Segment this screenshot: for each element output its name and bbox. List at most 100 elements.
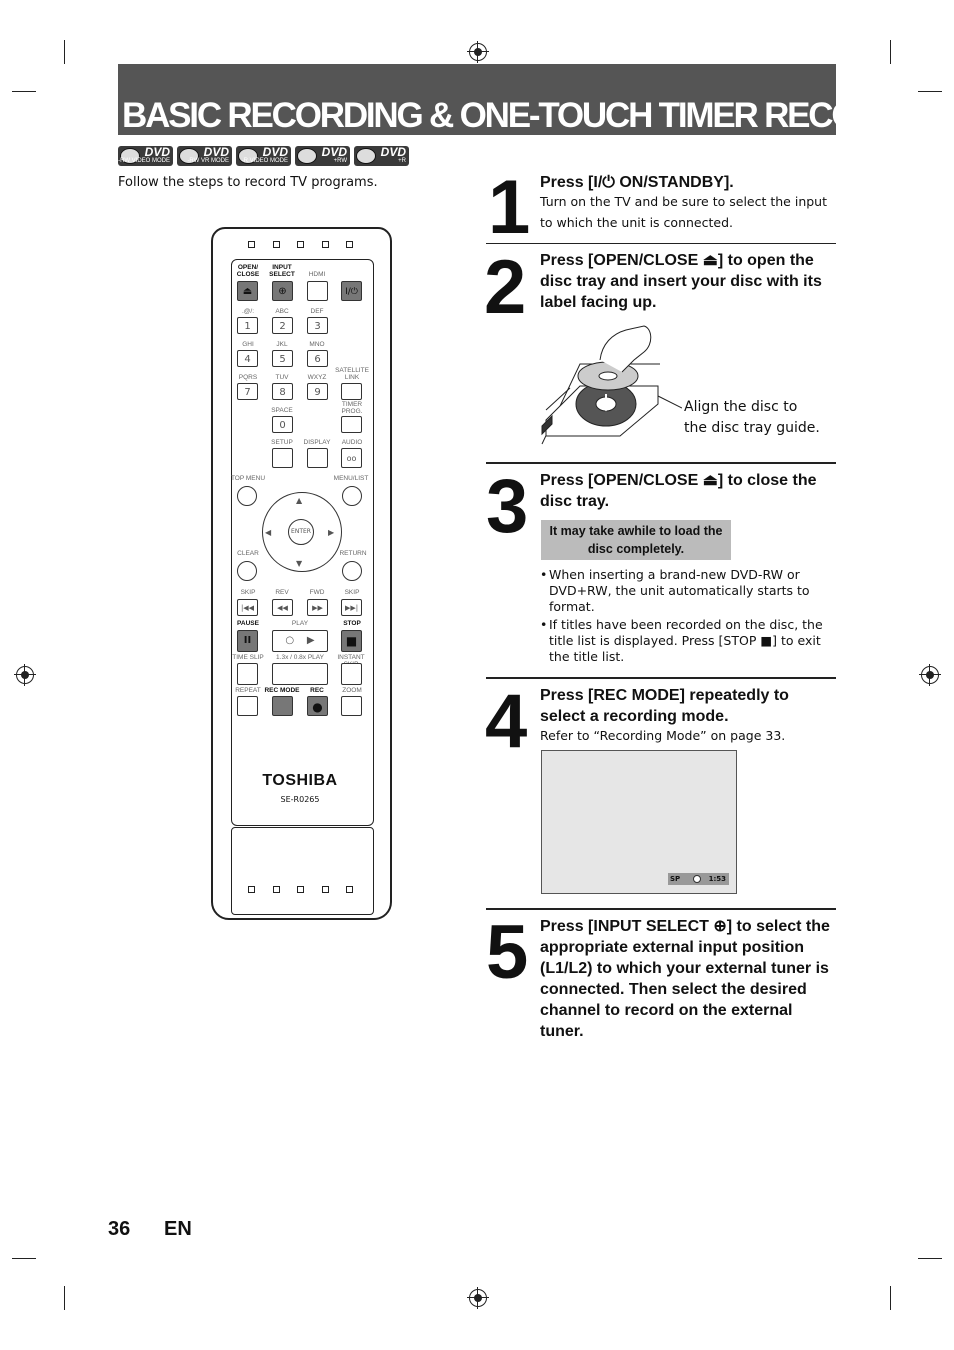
menu-list-button [342,486,362,506]
arrow-right-icon: ▶ [328,528,335,537]
hdmi-button [307,281,328,301]
key-7-label: PQRS [238,374,258,381]
step-2-heading: Press [OPEN/CLOSE ⏏] to open the disc tr… [540,252,822,311]
crop-mark [64,40,65,64]
step-divider [486,243,836,244]
hdmi-label: HDMI [308,271,326,278]
registration-mark-icon [467,1287,489,1309]
skip-forward-label: SKIP [344,589,360,596]
return-button [342,561,362,581]
key-3-label: DEF [310,308,324,315]
remote-lower-panel [231,827,374,915]
intro-text: Follow the steps to record TV programs. [118,175,378,190]
digit-3-button: 3 [307,317,328,334]
time-slip-label: TIME SLIP [232,654,264,661]
menu-list-label: MENU/LIST [333,475,369,482]
step-1-text: Turn on the TV and be sure to select the… [540,194,827,230]
open-close-button: ⏏ [237,281,258,301]
dvd-r-video-mode-icon: DVD-R VIDEO MODE [236,146,291,166]
top-menu-button [237,486,257,506]
dvd-rw-vr-mode-icon: DVD-RW VR MODE [177,146,232,166]
step-3-number: 3 [486,464,528,549]
power-button: I/⏻ [341,281,362,301]
stop-button: ■ [341,630,362,652]
zoom-label: ZOOM [342,687,362,694]
remote-indicator [273,241,280,248]
key-6-label: MNO [309,341,325,348]
step-1-number: 1 [488,165,530,250]
step-5-heading: Press [INPUT SELECT ⊕] to select the app… [540,918,830,1040]
time-slip-button [237,663,258,685]
play-label: PLAY [291,620,309,627]
key-1-label: .@/: [241,308,255,315]
digit-1-button: 1 [237,317,258,334]
arrow-left-icon: ◀ [265,528,272,537]
crop-mark [64,1286,65,1310]
remote-brand-logo: TOSHIBA [262,772,338,789]
page-number: 36 [108,1218,131,1240]
crop-mark [918,91,942,92]
remote-indicator [297,241,304,248]
disc-remaining-icon [693,875,701,883]
clear-button [237,561,257,581]
space-label: SPACE [271,407,293,414]
input-select-label: INPUT SELECT [269,264,295,278]
pause-label: PAUSE [237,620,259,627]
digit-5-button: 5 [272,350,293,367]
instant-skip-button [341,663,362,685]
rec-button: ● [307,696,328,716]
recording-mode-osd: SP 1:53 [668,873,729,885]
open-close-label: OPEN/ CLOSE [236,264,260,278]
step-4-text: Refer to “Recording Mode” on page 33. [540,728,786,743]
input-select-button: ⊕ [272,281,293,301]
remote-indicator [297,886,304,893]
registration-mark-icon [919,664,941,686]
digit-8-button: 8 [272,383,293,400]
remote-model-number: SE-R0265 [280,795,320,804]
audio-button: oo [341,448,362,468]
clear-label: CLEAR [237,550,259,557]
remote-indicator [248,241,255,248]
step-3-heading: Press [OPEN/CLOSE ⏏] to close the disc t… [540,472,817,510]
language-code: EN [164,1218,192,1240]
key-5-label: JKL [276,341,288,348]
registration-mark-icon [14,664,36,686]
tv-screen-illustration [541,750,737,894]
step-4-number: 4 [485,679,527,764]
timer-prog-label: TIMER PROG. [341,401,363,415]
page-title: BASIC RECORDING & ONE-TOUCH TIMER RECORD… [122,96,954,135]
step-divider [486,908,836,910]
audio-label: AUDIO [341,439,363,446]
step-3-bullet-2: •If titles have been recorded on the dis… [540,617,823,664]
registration-mark-icon [467,41,489,63]
display-button [307,448,328,468]
osd-time: 1:53 [708,875,726,883]
pause-button: II [237,630,258,652]
step-3-note: It may take awhile to load the disc comp… [541,520,731,560]
crop-mark [918,1258,942,1259]
fwd-label: FWD [309,589,325,596]
skip-back-button: |◀◀ [237,599,258,616]
step-2-number: 2 [484,245,526,330]
speed-play-button [272,663,328,685]
step-5-number: 5 [486,910,528,995]
crop-mark [890,1286,891,1310]
timer-prog-button [341,416,362,433]
rev-button: ◀◀ [272,599,293,616]
title-banner: BASIC RECORDING & ONE-TOUCH TIMER RECORD… [118,64,954,135]
speed-play-label: 1.3x / 0.8x PLAY [276,654,324,661]
rec-mode-label: REC MODE [264,687,300,694]
step-divider [486,462,836,464]
fwd-button: ▶▶ [307,599,328,616]
crop-mark [890,40,891,64]
disc-type-badges: DVD-RW VIDEO MODE DVD-RW VR MODE DVD-R V… [118,146,409,166]
skip-forward-button: ▶▶| [341,599,362,616]
step-3-bullet-1: •When inserting a brand-new DVD-RW or DV… [540,567,810,614]
play-button: ○ ▶ [272,630,328,652]
satellite-link-label: SATELLITE LINK [335,367,369,381]
osd-mode: SP [670,875,681,883]
digit-2-button: 2 [272,317,293,334]
stop-label: STOP [343,620,361,627]
dvd-rw-video-mode-icon: DVD-RW VIDEO MODE [118,146,173,166]
dvd-plus-r-icon: DVD+R [354,146,409,166]
